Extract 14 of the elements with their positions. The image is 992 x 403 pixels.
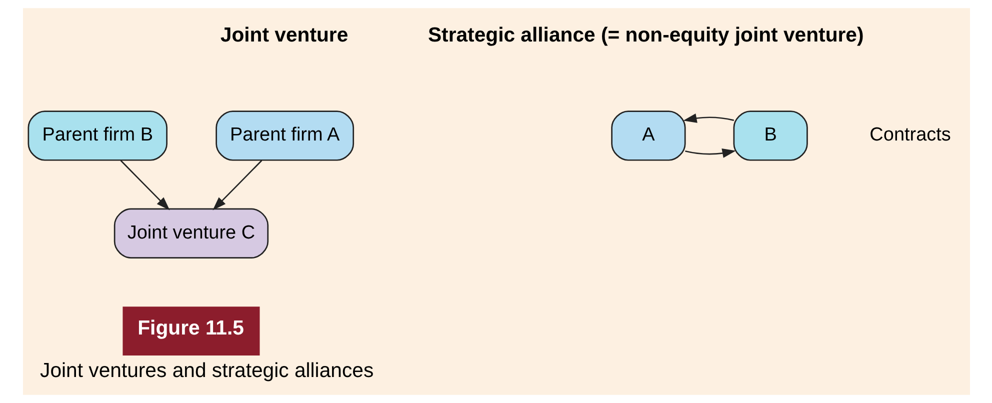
label: Figure 11.5 (137, 317, 244, 340)
node-box: A (610, 110, 686, 161)
label: Contracts (869, 124, 950, 146)
label: Strategic alliance (= non-equity joint venture) (427, 24, 864, 46)
arrow (212, 160, 262, 210)
arrow (684, 148, 736, 158)
node-box: Parent firm A (215, 110, 354, 161)
label: Joint venture (220, 24, 348, 46)
caption: Joint ventures and strategic alliances (40, 360, 374, 382)
node-box: Joint venture C (113, 208, 268, 258)
node-box: B (732, 110, 808, 161)
node-box: Parent firm B (27, 110, 167, 161)
arrow (120, 160, 170, 210)
arrow (682, 114, 734, 123)
